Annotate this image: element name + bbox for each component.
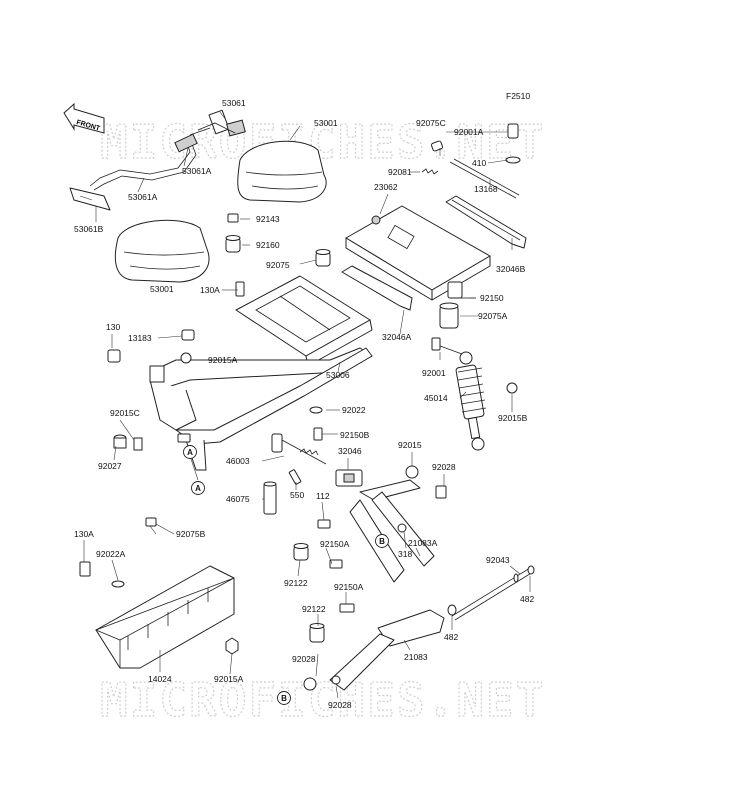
svg-text:A: A (195, 484, 201, 493)
svg-text:B: B (281, 694, 287, 703)
part-labels: 53061 53001 92075C 92001A 53061A 410 920… (74, 98, 534, 710)
part-label: 46003 (226, 456, 250, 466)
seat-right (237, 140, 327, 203)
part-label: 92143 (256, 214, 280, 224)
part-label: 92150A (320, 539, 350, 549)
part-label: 13168 (474, 184, 498, 194)
part-label: 92160 (256, 240, 280, 250)
part-label: 13183 (128, 333, 152, 343)
part-label: 550 (290, 490, 304, 500)
part-label: 130A (200, 285, 220, 295)
ref-mark-b-2: B (277, 691, 291, 705)
part-label: 92028 (432, 462, 456, 472)
part-label: 45014 (424, 393, 448, 403)
part-label: 92122 (284, 578, 308, 588)
part-label: 92001A (454, 127, 484, 137)
part-label: 21083A (408, 538, 438, 548)
part-label: 92015A (214, 674, 244, 684)
part-label: 14024 (148, 674, 172, 684)
rod-13168 (449, 158, 520, 199)
seat-frame-53006 (149, 275, 373, 471)
part-label: 410 (472, 158, 486, 168)
bracket-32046b (445, 195, 527, 249)
part-label: 482 (520, 594, 534, 604)
part-label: 32046 (338, 446, 362, 456)
small-parts-top-right (421, 123, 521, 329)
watermark-top: MICROFICHES.NET (100, 115, 545, 169)
part-label: 92122 (302, 604, 326, 614)
part-label: 92015A (208, 355, 238, 365)
part-label: 53061A (128, 192, 158, 202)
part-label: 92150 (480, 293, 504, 303)
part-label: 318 (398, 549, 412, 559)
part-label: 23062 (374, 182, 398, 192)
part-label: 112 (316, 491, 330, 501)
part-label: 92075 (266, 260, 290, 270)
part-label: 92075C (416, 118, 446, 128)
part-label: 92027 (98, 461, 122, 471)
part-label: 53001 (150, 284, 174, 294)
shock-absorber (431, 337, 518, 451)
part-label: 92015B (498, 413, 528, 423)
part-label: 92075B (176, 529, 206, 539)
front-arrow-icon: FRONT (63, 102, 105, 134)
part-label: 92043 (486, 555, 510, 565)
part-label: 53001 (314, 118, 338, 128)
part-label: 21083 (404, 652, 428, 662)
part-label: 53061B (74, 224, 104, 234)
ref-mark-a-1: A (191, 481, 205, 495)
swing-arm-21083 (303, 609, 445, 691)
part-label: 130A (74, 529, 94, 539)
ref-mark-b-1: B (375, 534, 389, 548)
part-label: 32046A (382, 332, 412, 342)
part-label: 92150A (334, 582, 364, 592)
part-label: 482 (444, 632, 458, 642)
part-label: 92015C (110, 408, 140, 418)
seat-belt-assembly (69, 109, 246, 211)
part-label: 92150B (340, 430, 370, 440)
part-label: 53061 (222, 98, 246, 108)
part-label: 92001 (422, 368, 446, 378)
part-label: 92022A (96, 549, 126, 559)
part-label: 92028 (328, 700, 352, 710)
guard-plate-14024 (79, 517, 239, 669)
watermark-bottom: MICROFICHES.NET (100, 673, 545, 727)
leader-lines (83, 111, 531, 699)
part-label: 32046B (496, 264, 526, 274)
figure-code: F2510 (506, 91, 530, 101)
ref-mark-a-2: A (183, 445, 197, 459)
seat-left (114, 219, 210, 283)
part-label: 130 (106, 322, 120, 332)
part-label: 92075A (478, 311, 508, 321)
part-label: 46075 (226, 494, 250, 504)
part-label: 53006 (326, 370, 350, 380)
shaft-92043 (447, 565, 535, 621)
part-label: 92028 (292, 654, 316, 664)
pivot-hardware (107, 281, 447, 515)
svg-text:B: B (379, 537, 385, 546)
rubber-mounts (225, 213, 331, 267)
seat-plate (345, 205, 491, 301)
part-label: 53061A (182, 166, 212, 176)
part-label: 92081 (388, 167, 412, 177)
part-label: 92015 (398, 440, 422, 450)
svg-text:A: A (187, 448, 193, 457)
bracket-32046a (341, 265, 413, 311)
part-label: 92022 (342, 405, 366, 415)
